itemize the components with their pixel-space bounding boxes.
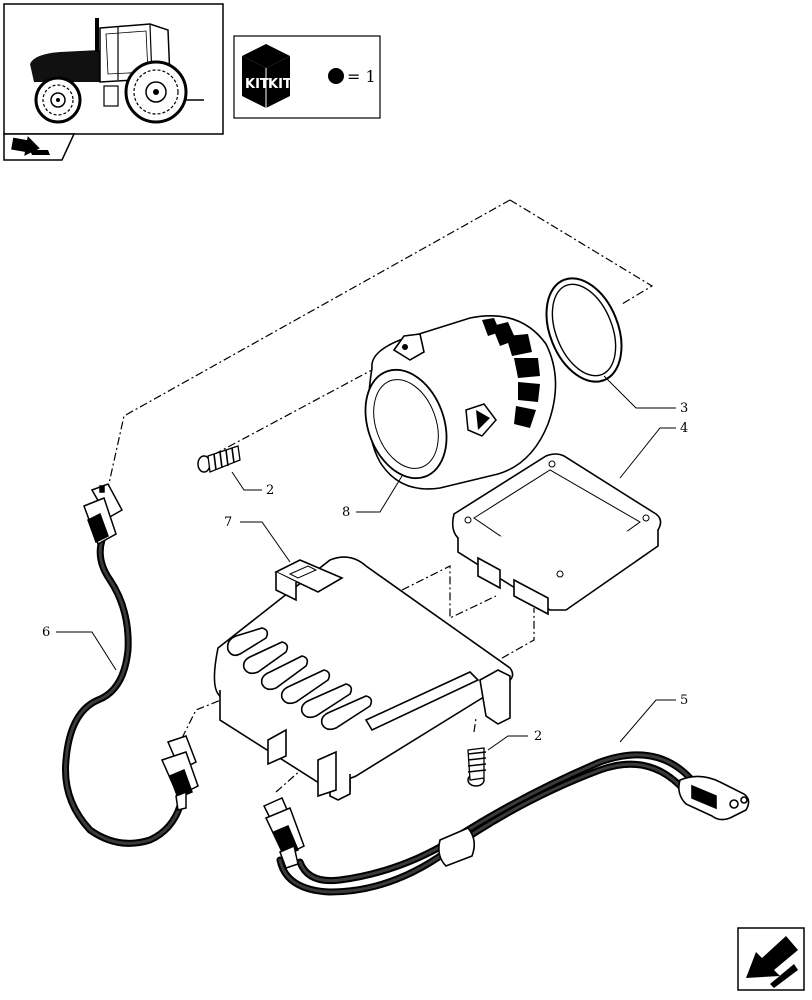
connection-lines [107, 199, 654, 793]
seal-ring-part [545, 277, 623, 383]
screw-part-lower [467, 747, 487, 787]
kit-legend-panel: KIT KIT = 1 [233, 35, 381, 119]
callout-labels: 3 4 2 8 7 6 5 2 [42, 401, 688, 744]
callout-2-upper: 2 [266, 483, 274, 498]
filled-circle-icon [328, 68, 344, 84]
work-lamp-part [364, 315, 557, 490]
previous-page-arrow-icon[interactable] [10, 134, 50, 159]
callout-3: 3 [680, 401, 688, 416]
wiring-harness-left-part [62, 483, 199, 847]
wiring-harness-right-part [262, 751, 750, 896]
kit-label-left: KIT [245, 77, 269, 92]
callout-2-lower: 2 [534, 729, 542, 744]
callout-4: 4 [680, 421, 688, 436]
next-page-arrow-icon [746, 936, 798, 988]
callout-6: 6 [42, 625, 50, 640]
mounting-bracket-part [213, 556, 514, 801]
callout-5: 5 [680, 693, 688, 708]
kit-label-right: KIT [268, 77, 292, 92]
screw-part-upper [197, 445, 241, 473]
kit-box-icon: KIT KIT [242, 44, 292, 108]
kit-quantity-text: = 1 [347, 67, 376, 86]
control-module-part [451, 453, 662, 616]
callout-8: 8 [342, 505, 350, 520]
next-page-button[interactable] [737, 927, 805, 991]
tractor-thumbnail-icon [30, 18, 204, 124]
tractor-thumbnail-panel[interactable] [3, 3, 224, 161]
leader-lines [56, 375, 676, 751]
callout-7: 7 [224, 515, 232, 530]
